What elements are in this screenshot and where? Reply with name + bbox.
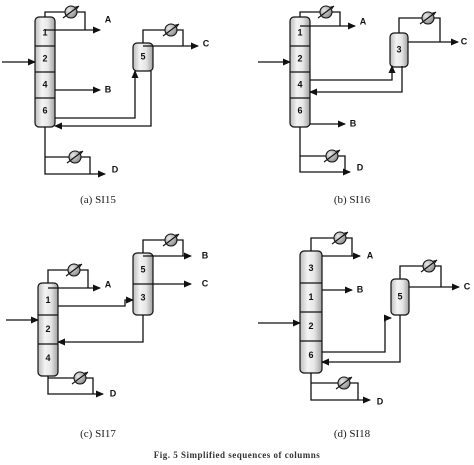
a-reboiler-icon-arrowhead	[79, 151, 83, 154]
d-return-arrow	[321, 315, 401, 366]
b-product-d-label: D	[357, 162, 364, 172]
b-sidedraw-arrow	[310, 65, 396, 81]
c-product-b-label: B	[202, 250, 209, 260]
b-side-top-line	[398, 17, 441, 42]
b-side-condenser-icon-arrowhead	[432, 12, 436, 15]
d-main-column-section-3: 3	[308, 263, 313, 273]
c-sidedraw-arrow	[58, 296, 134, 307]
b-side-condenser-icon-arrow	[419, 11, 437, 25]
d-side-top-line	[399, 265, 442, 287]
a-reboiler-icon-arrow	[66, 150, 84, 164]
c-side-condenser-icon-arrow	[162, 233, 180, 247]
c-main-column-section-1: 1	[45, 295, 50, 305]
d-main-column-section-1: 1	[308, 292, 313, 302]
c-product-d-label: D	[110, 388, 117, 398]
d-reboiler-icon-arrowhead	[348, 377, 352, 380]
d-side-column-section-5: 5	[397, 291, 402, 301]
c-side-column-section-5: 5	[140, 264, 145, 274]
a-side-top-line	[142, 29, 184, 46]
figure-caption: Fig. 5 Simplified sequences of columns	[153, 450, 321, 460]
a-main-column-section-1: 1	[42, 27, 47, 37]
d-side-condenser-icon-arrowhead	[433, 260, 437, 263]
caption-c: (c) SI17	[80, 428, 116, 440]
c-side-condenser-icon-arrowhead	[175, 234, 179, 237]
c-side-column-section-3: 3	[140, 292, 145, 302]
b-main-column-section-6: 6	[297, 105, 302, 115]
c-product-d-arrow	[47, 376, 104, 398]
a-product-a-label: A	[105, 14, 112, 24]
d-main-column-section-6: 6	[308, 350, 313, 360]
a-reboiler-loop	[45, 156, 91, 174]
b-reboiler-icon-arrowhead	[336, 150, 340, 153]
a-product-d-label: D	[112, 164, 119, 174]
d-side-condenser-icon-arrow	[420, 259, 438, 273]
b-main-column-section-4: 4	[297, 79, 302, 89]
a-product-b-label: B	[105, 84, 112, 94]
a-side-condenser-icon-arrow	[162, 23, 180, 37]
b-reboiler-icon-arrow	[323, 149, 341, 163]
a-return-arrow	[54, 71, 152, 130]
c-main-column-section-2: 2	[45, 324, 50, 334]
a-condenser-icon-arrowhead	[75, 6, 79, 9]
a-side-condenser-icon-arrowhead	[175, 24, 179, 27]
a-product-c-label: C	[203, 38, 210, 48]
a-side-column-section-5: 5	[140, 51, 145, 61]
d-top-vapor-line	[310, 237, 353, 256]
a-main-column-section-6: 6	[42, 105, 47, 115]
caption-b: (b) SI16	[333, 194, 371, 206]
b-product-d-arrow	[299, 127, 351, 176]
b-product-c-label: C	[461, 36, 468, 46]
c-product-a-label: A	[105, 279, 112, 289]
b-main-column-section-1: 1	[297, 27, 302, 37]
a-sidedraw-arrow	[55, 70, 139, 119]
a-main-column-section-2: 2	[42, 53, 47, 63]
a-main-column-section-4: 4	[42, 79, 47, 89]
d-product-a-label: A	[367, 250, 374, 260]
c-side-top-line	[142, 239, 184, 256]
c-reboiler-icon-arrow	[71, 371, 89, 385]
c-product-c-label: C	[202, 278, 209, 288]
d-reboiler-loop	[311, 382, 359, 400]
c-condenser-icon-arrowhead	[78, 264, 82, 267]
d-product-b-label: B	[357, 284, 364, 294]
d-main-column-section-2: 2	[308, 321, 313, 331]
b-reboiler-loop	[300, 155, 346, 172]
d-product-d-arrow	[310, 373, 371, 404]
b-product-a-label: A	[360, 16, 367, 26]
d-sidedraw-arrow	[322, 314, 392, 353]
d-product-c-label: C	[464, 281, 471, 291]
d-condenser-icon-arrowhead	[344, 232, 348, 235]
b-main-column-section-2: 2	[297, 53, 302, 63]
c-condenser-icon-arrow	[65, 263, 83, 277]
d-product-d-label: D	[377, 396, 384, 406]
c-main-column-section-4: 4	[45, 353, 50, 363]
b-condenser-icon-arrow	[317, 5, 335, 19]
c-return-arrow	[57, 315, 144, 346]
b-product-b-label: B	[350, 118, 357, 128]
caption-d: (d) SI18	[333, 428, 371, 440]
c-reboiler-icon-arrowhead	[84, 372, 88, 375]
a-condenser-icon-arrow	[62, 5, 80, 19]
b-side-column-section-3: 3	[396, 44, 401, 54]
b-condenser-icon-arrowhead	[330, 6, 334, 9]
d-condenser-icon-arrow	[331, 231, 349, 245]
caption-a: (a) SI15	[80, 194, 116, 206]
a-product-d-arrow	[44, 127, 106, 178]
d-reboiler-icon-arrow	[335, 376, 353, 390]
c-reboiler-loop	[48, 377, 94, 394]
b-return-arrow	[309, 66, 403, 96]
